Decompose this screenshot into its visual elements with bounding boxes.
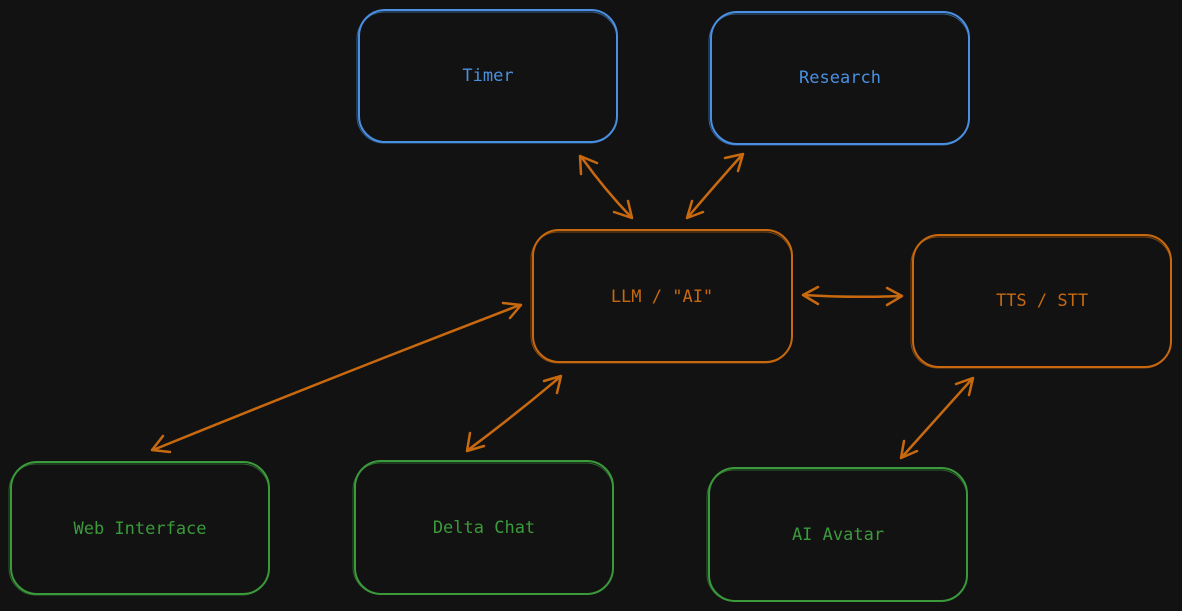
arrow-avatar-tts: [899, 376, 975, 460]
connector-arrows: [150, 152, 975, 460]
node-llm: LLM / "AI": [530, 229, 793, 364]
node-llm-label: LLM / "AI": [611, 287, 713, 307]
node-web-label: Web Interface: [73, 519, 206, 539]
node-research-label: Research: [799, 68, 881, 88]
arrow-research-llm: [685, 152, 745, 220]
arrow-web-llm: [150, 301, 523, 454]
node-research: Research: [708, 11, 970, 146]
node-tts-stt: TTS / STT: [910, 234, 1172, 369]
node-timer-label: Timer: [462, 66, 513, 86]
node-avatar-label: AI Avatar: [792, 525, 884, 545]
node-delta-chat: Delta Chat: [352, 460, 614, 595]
node-timer: Timer: [356, 9, 618, 144]
arrow-llm-tts: [801, 285, 904, 307]
node-ai-avatar: AI Avatar: [706, 467, 968, 602]
node-tts-label: TTS / STT: [996, 291, 1088, 311]
node-delta-label: Delta Chat: [433, 518, 535, 538]
node-web-interface: Web Interface: [8, 461, 270, 596]
arrow-timer-llm: [578, 154, 634, 220]
arrow-delta-llm: [465, 374, 563, 453]
